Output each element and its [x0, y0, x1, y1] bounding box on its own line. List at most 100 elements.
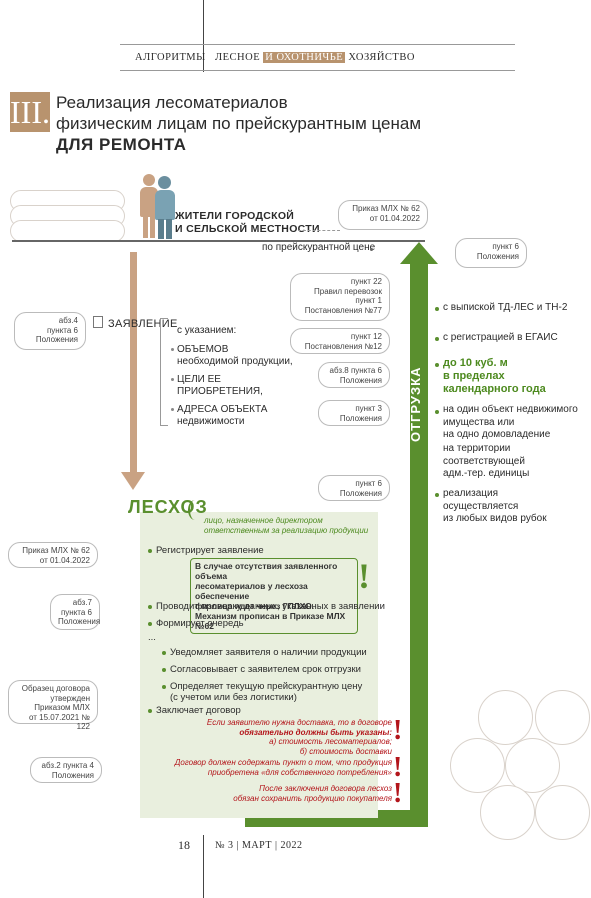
ref-line: пункт 1 [355, 296, 382, 305]
ref-line: пункта 6 [46, 325, 78, 335]
ref-line: абз.8 пункта 6 [329, 366, 382, 375]
shipment-line: имущества или [443, 416, 515, 428]
ref-line: пункт 12 [350, 332, 382, 341]
header-divider [203, 0, 204, 72]
ref-bubble-abz4: абз.4 пункта 6 Положения [14, 312, 86, 350]
ref-line: пункт 6 [492, 242, 519, 251]
exclamation-icon: ! [393, 752, 403, 783]
ref-line: Положения [339, 488, 382, 498]
journal-highlight: И ОХОТНИЧЬЕ [263, 52, 346, 63]
price-dot [370, 248, 373, 251]
bracket [160, 318, 168, 426]
shipment-limit: до 10 куб. м в пределах календарного год… [443, 357, 546, 396]
own-use-note: Договор должен содержать пункт о том, чт… [170, 758, 392, 777]
note-line: В случае отсутствия заявленного объема [195, 561, 338, 581]
log-end-illustration [450, 738, 505, 793]
shipment-bullet [435, 493, 439, 497]
note-line: Договор должен содержать пункт о том, чт… [174, 758, 392, 767]
issue-info: № 3 | МАРТ | 2022 [215, 840, 303, 851]
flow-arrow-brown [130, 252, 137, 477]
item-line: АДРЕСА ОБЪЕКТА [177, 404, 268, 415]
shipment-line: соответствующей [443, 455, 525, 467]
step-agree: Согласовывает с заявителем срок отгрузки [170, 664, 361, 675]
log-end-illustration [505, 738, 560, 793]
people-icon [140, 172, 180, 240]
shipment-arrow [410, 262, 428, 827]
shipment-line: до 10 куб. м [443, 357, 508, 369]
shipment-line: в пределах [443, 370, 505, 382]
exclamation-icon: ! [393, 715, 403, 746]
note-line: лицо, назначенное директором [204, 516, 323, 525]
ref-line: Приказ МЛХ № 62 [22, 546, 90, 555]
item-line: ОБЪЕМОВ [177, 344, 229, 355]
ref-line: абз.2 пункта 4 [41, 761, 94, 770]
note-line: а) стоимость лесоматериалов; [269, 737, 392, 746]
step-ellipsis: ... [148, 632, 156, 643]
shipment-line: реализация [443, 488, 498, 499]
shipment-line: на один объект недвижимого [443, 404, 578, 415]
ref-bubble-contract-sample: Образец договора утвержден Приказом МЛХ … [8, 680, 98, 731]
shipment-item: реализация осуществляется из любых видов… [443, 488, 547, 526]
step-register: Регистрирует заявление [156, 545, 264, 556]
price-label: по прейскурантной цене [262, 242, 376, 253]
shipment-bullet [435, 363, 439, 367]
title-line-2: физическим лицам по прейскурантным ценам [56, 114, 422, 133]
ref-bubble-p6-mid: пункт 6 Положения [318, 475, 390, 501]
connector-curve [188, 500, 202, 520]
residents-line-1: ЖИТЕЛИ ГОРОДСКОЙ [175, 210, 295, 222]
application-item: ЦЕЛИ ЕЕ ПРИОБРЕТЕНИЯ, [171, 374, 263, 398]
delivery-note: Если заявителю нужна доставка, то в дого… [200, 718, 392, 756]
ref-line: Положения [35, 335, 78, 344]
ref-line: Положения [58, 617, 101, 626]
journal-word-2: ХОЗЯЙСТВО [348, 52, 415, 63]
ref-bubble-abz2: абз.2 пункта 4 Положения [30, 757, 102, 783]
footer-divider [203, 835, 204, 898]
note-line: ответственным за реализацию продукции [204, 525, 369, 535]
note-line: После заключения договора лесхоз [259, 784, 392, 793]
ref-bubble-abz8: абз.8 пункта 6 Положения [318, 362, 390, 388]
log-end-illustration [478, 690, 533, 745]
note-line: физлица идет через ГПЛХО. [195, 601, 315, 611]
step-check: Проводит проверку данных, указанных в за… [156, 601, 385, 612]
ref-bubble-order62-left: Приказ МЛХ № 62 от 01.04.2022 [8, 542, 98, 568]
step-bullet [148, 549, 152, 553]
section-number: III. [10, 92, 50, 132]
ref-bubble-p6-top: пункт 6 Положения [455, 238, 527, 268]
responsible-person-note: лицо, назначенное директором ответственн… [204, 516, 368, 535]
ref-line: Положения [51, 770, 94, 780]
shipment-line: адм.-тер. единицы [443, 468, 530, 479]
step-bullet [162, 668, 166, 672]
ref-bubble-abz7: абз.7 пункта 6 Положения [50, 594, 100, 630]
page-title: Реализация лесоматериалов физическим лиц… [56, 92, 421, 155]
title-line-1: Реализация лесоматериалов [56, 93, 288, 112]
title-line-3: ДЛЯ РЕМОНТА [56, 135, 187, 154]
step-bullet [148, 709, 152, 713]
step-price-detail: (с учетом или без логистики) [170, 692, 297, 703]
ref-line: Положения [339, 413, 382, 423]
ref-line: Постановления №12 [304, 341, 382, 351]
step-bullet [148, 622, 152, 626]
shipment-line: из любых видов рубок [443, 513, 547, 524]
log-end-illustration [535, 785, 590, 840]
note-line: Если заявителю нужна доставка, то в дого… [206, 718, 392, 727]
shipment-item: на территории соответствующей адм.-тер. … [443, 443, 529, 481]
ref-line: Приказ МЛХ № 62 [352, 204, 420, 213]
ref-bubble-p22: пункт 22 Правил перевозок пункт 1 Постан… [290, 273, 390, 321]
journal-name: ЛЕСНОЕ И ОХОТНИЧЬЕ ХОЗЯЙСТВО [215, 52, 415, 63]
item-line: недвижимости [177, 416, 245, 427]
exclamation-icon: ! [393, 778, 403, 809]
step-bullet [162, 685, 166, 689]
shipment-line: на территории [443, 443, 511, 454]
log-end-illustration [480, 785, 535, 840]
step-queue: Формирует очередь [156, 618, 244, 629]
note-line: лесоматериалов у лесхоза обеспечение [195, 581, 308, 601]
flow-arrow-brown-head [121, 472, 145, 490]
shipment-line: осуществляется [443, 500, 519, 512]
ref-line: пункт 3 [355, 404, 382, 413]
note-line: обязательно должны быть указаны: [239, 727, 392, 737]
shipment-line: с регистрацией в ЕГАИС [443, 332, 558, 343]
residents-line-2: И СЕЛЬСКОЙ МЕСТНОСТИ [175, 223, 320, 235]
shipment-line: с выпиской ТД-ЛЕС и ТН-2 [443, 302, 568, 313]
header-rule-bottom [120, 70, 515, 71]
shipment-bullet [435, 410, 439, 414]
